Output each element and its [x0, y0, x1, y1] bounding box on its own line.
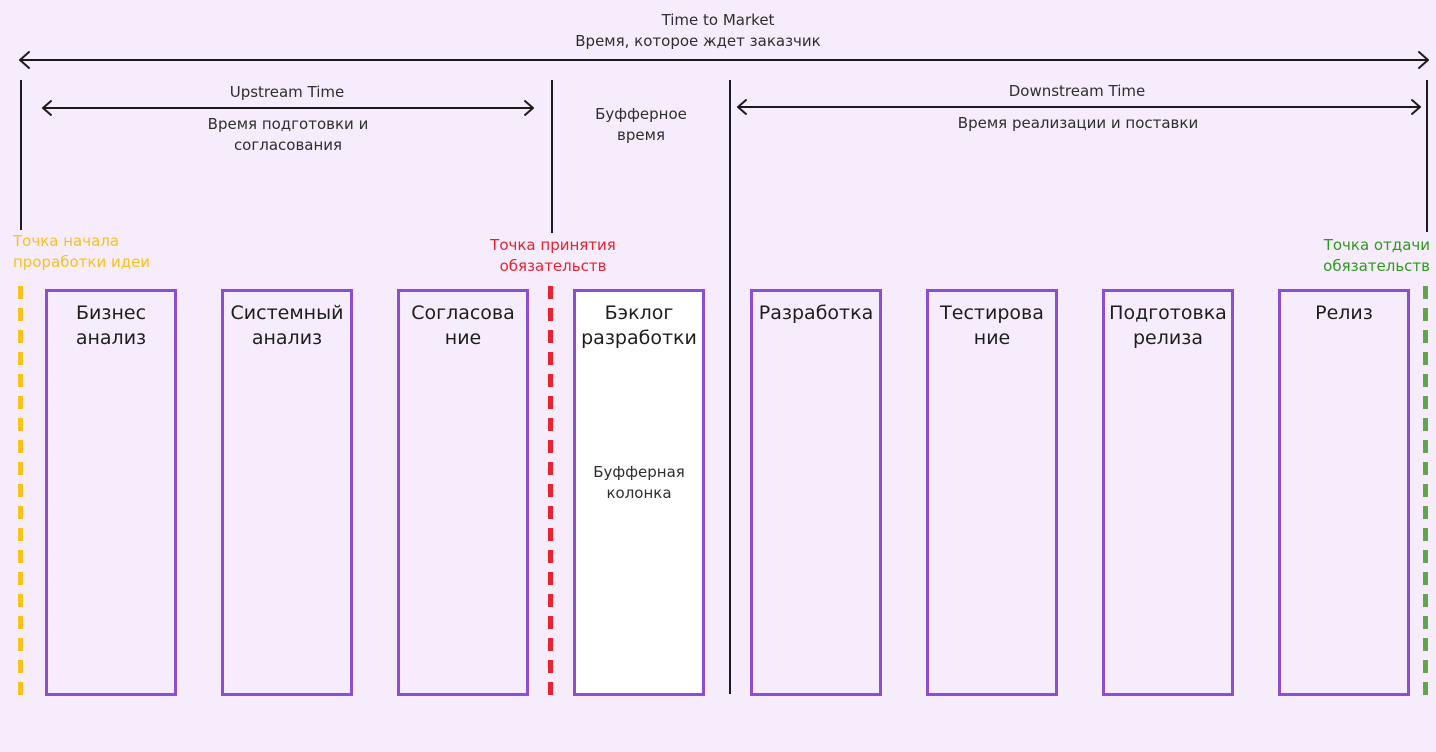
column-title: Подготовка релиза [1109, 302, 1227, 349]
start-marker-label: Точка начала проработки идеи [13, 232, 151, 271]
upstream-title: Upstream Time [229, 83, 345, 101]
commit-marker-label: Точка принятия обязательств [490, 236, 616, 275]
buffer-time-label: Буфферное время [595, 105, 687, 144]
commit-dashed-line [548, 286, 553, 696]
column-release: Релиз [1278, 289, 1410, 696]
delivery-boundary-line [1426, 80, 1428, 232]
column-business-analysis: Бизнес анализ [45, 289, 177, 696]
buffer-column-note: Буфферная колонка [593, 463, 685, 502]
column-release-prep: Подготовка релиза [1102, 289, 1234, 696]
column-title: Бизнес анализ [75, 302, 147, 349]
start-dashed-line [18, 286, 23, 696]
column-title: Согласова ние [411, 302, 515, 349]
downstream-subtitle: Время реализации и поставки [957, 114, 1199, 132]
time-to-market-subtitle: Время, которое ждет заказчик [575, 32, 821, 50]
column-approval: Согласова ние [397, 289, 529, 696]
column-system-analysis: Системный анализ [221, 289, 353, 696]
time-to-market-title: Time to Market [661, 11, 775, 29]
column-title: Разработка [758, 302, 874, 324]
column-dev-backlog: Бэклог разработки Буфферная колонка [573, 289, 705, 696]
column-title: Бэклог разработки [581, 302, 697, 349]
upstream-subtitle: Время подготовки и согласования [207, 115, 369, 154]
column-title: Релиз [1315, 302, 1373, 324]
column-testing: Тестирова ние [926, 289, 1058, 696]
delivery-marker-label: Точка отдачи обязательств [1323, 236, 1430, 275]
column-title: Системный анализ [230, 302, 344, 349]
downstream-title: Downstream Time [1008, 82, 1146, 100]
delivery-dashed-line [1423, 286, 1428, 696]
downstream-boundary-line [729, 80, 731, 694]
commit-boundary-line [551, 80, 553, 233]
start-boundary-line [20, 80, 22, 230]
column-development: Разработка [750, 289, 882, 696]
column-title: Тестирова ние [940, 302, 1044, 349]
